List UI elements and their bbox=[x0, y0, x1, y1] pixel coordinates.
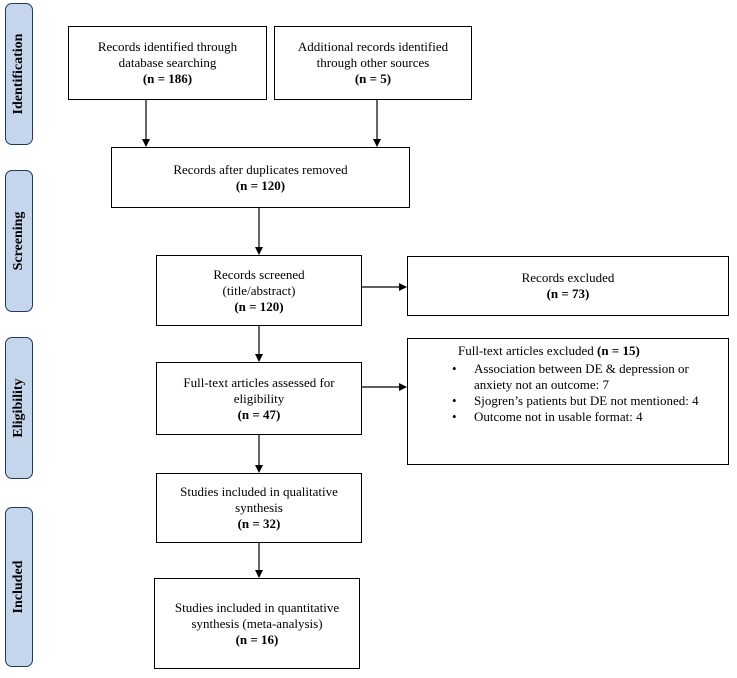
box-text: Studies included in quantitative synthes… bbox=[174, 599, 340, 631]
box-fulltext-assessed: Full-text articles assessed for eligibil… bbox=[156, 362, 362, 435]
box-count: (n = 47) bbox=[237, 406, 281, 422]
excluded-title: Full-text articles excluded bbox=[458, 343, 594, 358]
exclusion-reasons-list: • Association between DE & depression or… bbox=[452, 361, 718, 425]
box-text: Additional records identified through ot… bbox=[297, 39, 449, 70]
exclusion-reason: • Outcome not in usable format: 4 bbox=[452, 409, 643, 424]
box-count: (n = 32) bbox=[237, 516, 281, 531]
stage-included: Included bbox=[5, 507, 33, 667]
exclusion-reason: • Sjogren’s patients but DE not mentione… bbox=[452, 393, 699, 408]
excluded-count: (n = 15) bbox=[596, 343, 640, 358]
stage-eligibility: Eligibility bbox=[5, 337, 33, 479]
box-other-sources: Additional records identified through ot… bbox=[274, 26, 472, 100]
stage-identification: Identification bbox=[5, 3, 33, 145]
box-count: (n = 120) bbox=[235, 177, 286, 193]
box-records-excluded: Records excluded (n = 73) bbox=[407, 256, 729, 316]
box-database-search: Records identified through database sear… bbox=[68, 26, 267, 100]
box-quantitative-synthesis: Studies included in quantitative synthes… bbox=[154, 578, 360, 669]
box-count: (n = 120) bbox=[234, 298, 284, 314]
bullet-icon: • bbox=[452, 393, 457, 408]
box-count: (n = 73) bbox=[546, 286, 590, 301]
box-duplicates-removed: Records after duplicates removed (n = 12… bbox=[111, 147, 410, 208]
bullet-icon: • bbox=[452, 361, 457, 376]
exclusion-reason: • Association between DE & depression or… bbox=[452, 361, 689, 392]
box-records-screened: Records screened (title/abstract) (n = 1… bbox=[156, 255, 362, 326]
excluded-title-line: Full-text articles excluded (n = 15) bbox=[458, 343, 718, 359]
box-text: Full-text articles assessed for eligibil… bbox=[183, 374, 335, 406]
box-count: (n = 186) bbox=[142, 71, 193, 86]
box-text: Records excluded bbox=[521, 270, 615, 285]
box-count: (n = 16) bbox=[235, 631, 279, 647]
box-text: Records identified through database sear… bbox=[97, 39, 238, 70]
box-text: Records screened (title/abstract) bbox=[213, 266, 305, 298]
bullet-icon: • bbox=[452, 409, 457, 424]
box-fulltext-excluded: Full-text articles excluded (n = 15) • A… bbox=[407, 338, 729, 465]
box-text: Studies included in qualitative synthesi… bbox=[180, 484, 338, 515]
box-text: Records after duplicates removed bbox=[173, 161, 348, 177]
stage-screening: Screening bbox=[5, 170, 33, 312]
box-count: (n = 5) bbox=[354, 71, 392, 86]
box-qualitative-synthesis: Studies included in qualitative synthesi… bbox=[156, 473, 362, 543]
